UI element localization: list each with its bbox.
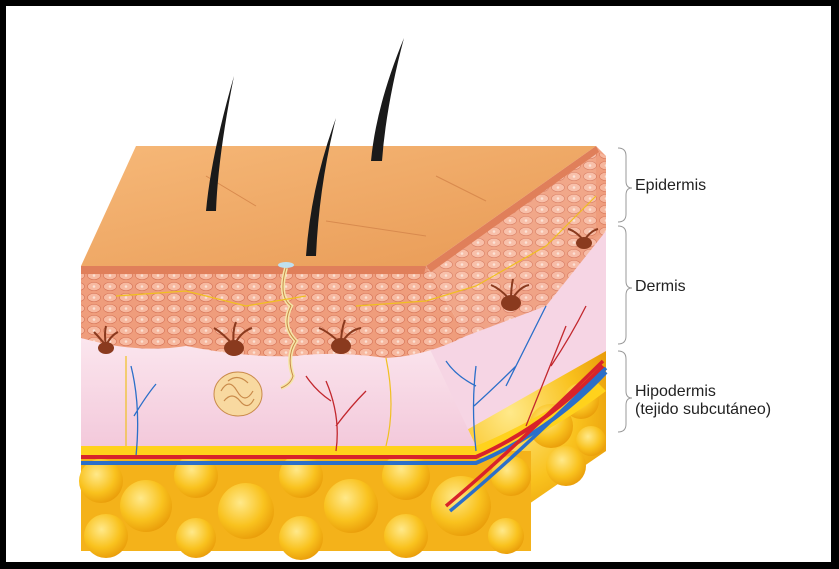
dermis-bracket xyxy=(618,226,632,344)
hipodermis-subtitle: (tejido subcutáneo) xyxy=(635,401,771,419)
skin-cross-section-illustration xyxy=(6,6,831,562)
layer-brackets xyxy=(618,148,632,432)
hipodermis-label: Hipodermis xyxy=(635,383,716,401)
epidermis-bracket xyxy=(618,148,632,222)
epidermis-label: Epidermis xyxy=(635,177,706,195)
hipodermis-bracket xyxy=(618,351,632,432)
diagram-frame: Epidermis Dermis Hipodermis (tejido subc… xyxy=(6,6,831,562)
dermis-label: Dermis xyxy=(635,278,686,296)
